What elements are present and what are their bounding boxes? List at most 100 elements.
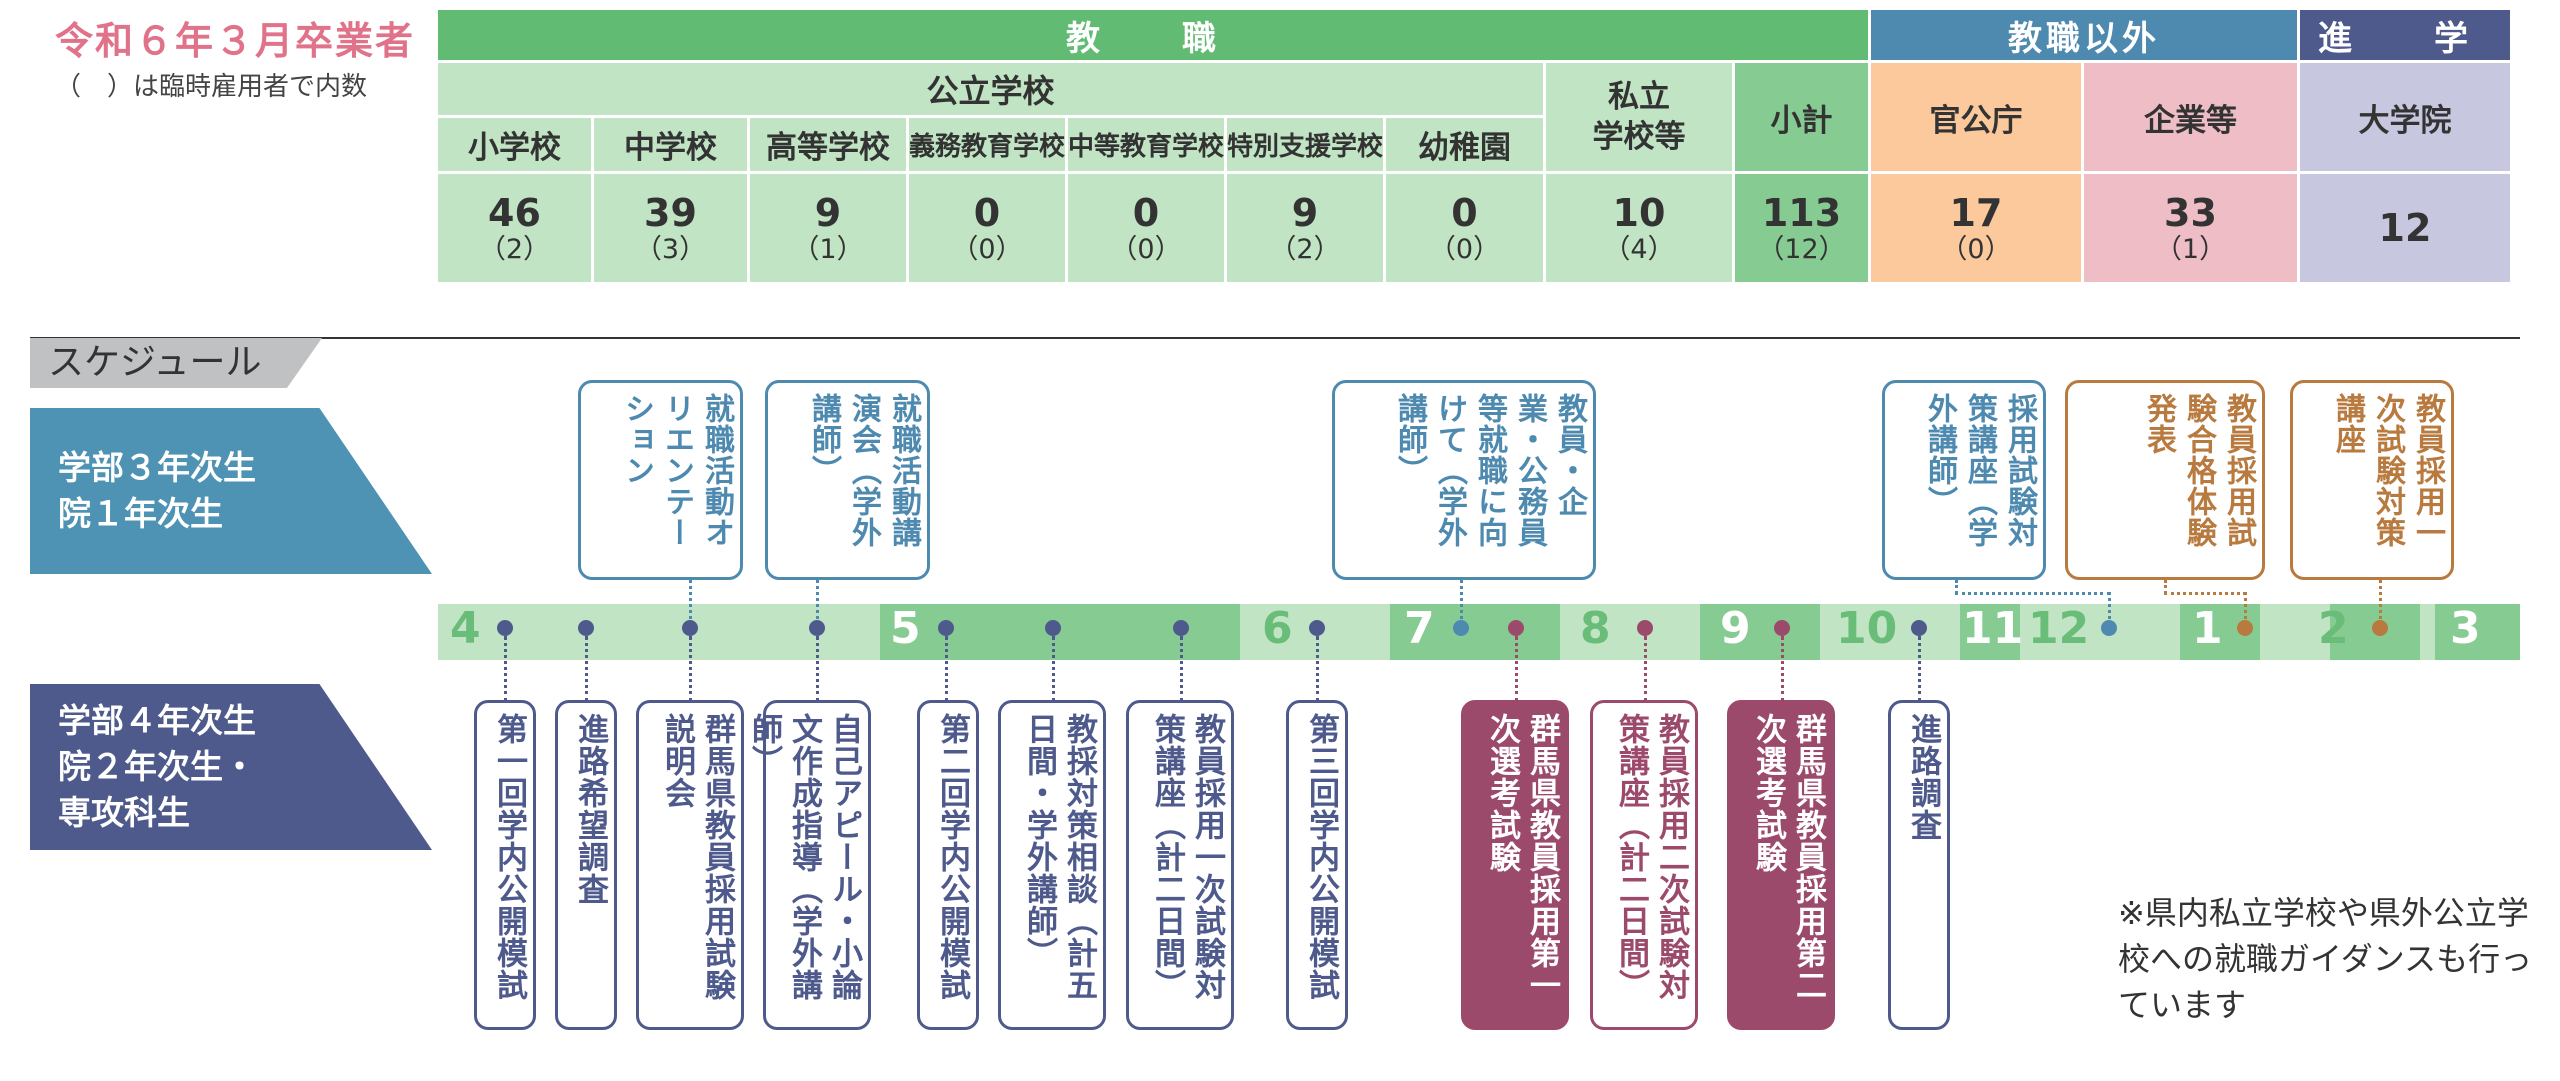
month-6: 6 <box>1262 603 1293 654</box>
header-kigyo: 企業等 <box>2084 63 2297 171</box>
event-success-stories: 教員採用試験合格体験発表 <box>2065 380 2265 580</box>
value-temporary: （1） <box>2154 234 2227 265</box>
timeline-dot <box>938 620 954 636</box>
month-5: 5 <box>890 603 921 654</box>
value-number: 0 <box>973 191 1001 235</box>
connector <box>1955 592 2110 595</box>
col-yochien: 幼稚園 <box>1386 118 1543 171</box>
graduates-title: 令和６年３月卒業者 <box>55 19 416 63</box>
connector <box>2244 592 2247 625</box>
value-daigakuin: 12 <box>2300 174 2510 282</box>
header-kankocho: 官公庁 <box>1871 63 2081 171</box>
value-number: 17 <box>1949 191 2003 235</box>
connector <box>1955 580 1958 594</box>
timeline-dot <box>682 620 698 636</box>
group-3rd-year: 学部３年次生院１年次生 <box>30 408 432 574</box>
timeline-dot <box>809 620 825 636</box>
header-koritsu: 公立学校 <box>438 63 1543 115</box>
timeline-dot <box>1911 620 1927 636</box>
connector <box>816 580 819 625</box>
value-temporary: （12） <box>1757 234 1846 265</box>
month-2: 2 <box>2318 603 2349 654</box>
guidance-note: ※県内私立学校や県外公立学校への就職ガイダンスも行っています <box>2118 894 2533 1024</box>
col-chugakko: 中学校 <box>594 118 747 171</box>
connector <box>1918 636 1921 702</box>
value-kigyo: 33 （1） <box>2084 174 2297 282</box>
event-mock-exam-1: 第一回学内公開模試 <box>474 700 536 1030</box>
event-gunma-briefing: 群馬県教員採用試験説明会 <box>636 700 744 1030</box>
connector <box>1515 636 1518 702</box>
event-first-exam-course: 教員採用一次試験対策講座 <box>2290 380 2454 580</box>
month-10: 10 <box>1836 603 1898 654</box>
event-career-survey: 進路希望調査 <box>555 700 617 1030</box>
col-chutokyoiku: 中等教育学校 <box>1068 118 1224 171</box>
connector <box>816 636 819 702</box>
group-3-line2: 院１年次生 <box>58 494 223 533</box>
timeline-dot <box>1774 620 1790 636</box>
month-3: 3 <box>2450 603 2481 654</box>
value-number: 0 <box>1132 191 1160 235</box>
group-4-line3: 専攻科生 <box>58 793 190 832</box>
timeline-dot <box>2372 620 2388 636</box>
timeline-dot <box>1045 620 1061 636</box>
event-gunma-first-exam: 群馬県教員採用第一次選考試験 <box>1461 700 1569 1030</box>
value-shogakko: 46 （2） <box>438 174 591 282</box>
connector <box>945 636 948 702</box>
month-7: 7 <box>1404 603 1435 654</box>
event-exam-prep-course: 採用試験対策講座（学外講師） <box>1882 380 2046 580</box>
header-shiritsu: 私立 学校等 <box>1546 63 1732 171</box>
connector <box>585 636 588 702</box>
connector <box>1644 636 1647 702</box>
timeline-dot <box>1453 620 1469 636</box>
value-number: 46 <box>488 191 541 235</box>
col-tokubetsushien: 特別支援学校 <box>1227 118 1383 171</box>
value-chugakko: 39 （3） <box>594 174 747 282</box>
value-temporary: （2） <box>478 234 551 265</box>
event-mock-exam-3: 第三回学内公開模試 <box>1286 700 1348 1030</box>
month-8: 8 <box>1580 603 1611 654</box>
timeline-segment <box>1700 604 1820 660</box>
timeline-segment <box>1960 604 2020 660</box>
event-orientation: 就職活動オリエンテーション <box>578 380 743 580</box>
event-career-survey-final: 進路調査 <box>1888 700 1950 1030</box>
timeline-segment <box>2435 604 2520 660</box>
connector <box>1781 636 1784 702</box>
value-tokubetsushien: 9 （2） <box>1227 174 1383 282</box>
connector <box>504 636 507 702</box>
value-chutokyoiku: 0 （0） <box>1068 174 1224 282</box>
event-lecture: 就職活動講演会（学外講師） <box>765 380 930 580</box>
value-kotogakko: 9 （1） <box>750 174 906 282</box>
connector <box>2164 592 2246 595</box>
event-second-exam-prep: 教員採用二次試験対策講座（計二日間） <box>1590 700 1698 1030</box>
header-shokei: 小計 <box>1735 63 1868 171</box>
value-shiritsu: 10 （4） <box>1546 174 1732 282</box>
value-number: 0 <box>1451 191 1478 235</box>
col-shogakko: 小学校 <box>438 118 591 171</box>
value-temporary: （0） <box>1940 234 2012 265</box>
event-employment-prep: 教員・企業・公務員等就職に向けて（学外講師） <box>1332 380 1596 580</box>
connector <box>1180 636 1183 702</box>
timeline-dot <box>1309 620 1325 636</box>
value-temporary: （0） <box>1428 234 1501 265</box>
connector <box>2108 592 2111 625</box>
timeline-dot <box>497 620 513 636</box>
month-4: 4 <box>450 603 481 654</box>
value-temporary: （0） <box>1110 234 1182 265</box>
timeline-dot <box>2101 620 2117 636</box>
timeline-dot <box>1637 620 1653 636</box>
value-gimukyoiku: 0 （0） <box>909 174 1065 282</box>
value-shokei: 113 （12） <box>1735 174 1868 282</box>
header-kyoshoku-igai: 教職以外 <box>1871 10 2297 60</box>
month-9: 9 <box>1720 603 1751 654</box>
month-11: 11 <box>1962 603 2024 654</box>
event-consultation: 教採対策相談（計五日間・学外講師） <box>998 700 1106 1030</box>
timeline-dot <box>1173 620 1189 636</box>
connector <box>2164 580 2167 594</box>
event-first-exam-prep: 教員採用一次試験対策講座（計二日間） <box>1126 700 1234 1030</box>
value-yochien: 0 （0） <box>1386 174 1543 282</box>
parenthesis-note: （ ）は臨時雇用者で内数 <box>55 72 368 102</box>
connector <box>2379 580 2382 625</box>
value-number: 10 <box>1612 191 1666 235</box>
value-temporary: （3） <box>634 234 707 265</box>
timeline-dot <box>578 620 594 636</box>
